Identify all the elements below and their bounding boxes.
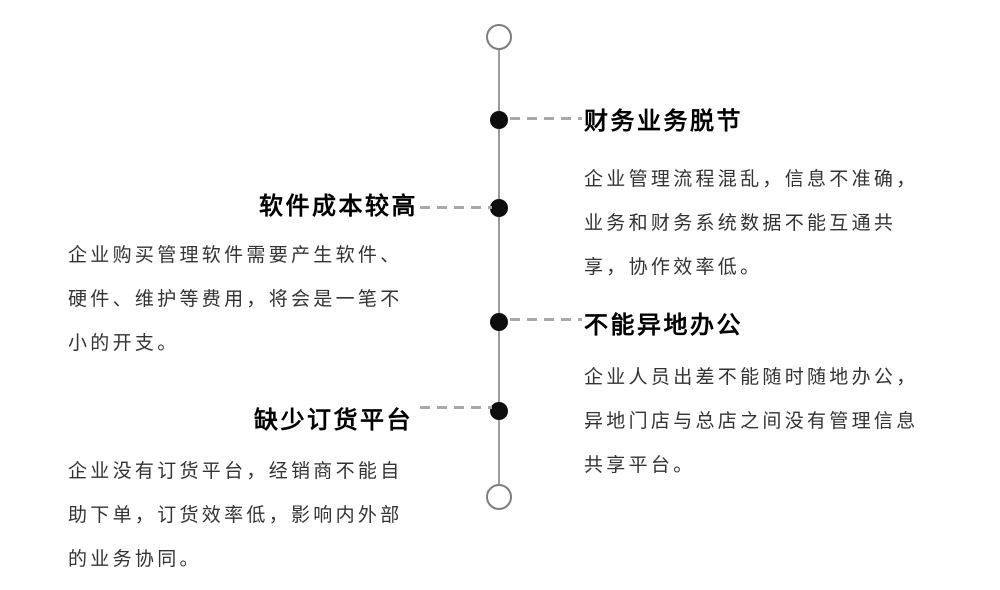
- timeline-dot-remote-work: [490, 313, 508, 331]
- dashed-connector-software-cost: [420, 206, 492, 209]
- section-title-software-cost: 软件成本较高: [259, 193, 418, 220]
- section-title-remote-work: 不能异地办公: [584, 312, 743, 339]
- section-title-ordering-platform: 缺少订货平台: [254, 407, 413, 434]
- section-body-remote-work: 企业人员出差不能随时随地办公， 异地门店与总店之间没有管理信息 共享平台。: [584, 367, 919, 476]
- section-body-ordering-platform: 企业没有订货平台，经销商不能自 助下单，订货效率低，影响内外部 的业务协同。: [68, 461, 403, 570]
- dashed-connector-remote-work: [510, 318, 582, 321]
- timeline-end-circle-icon: [486, 484, 512, 510]
- dashed-connector-finance-disconnect: [510, 117, 582, 120]
- dashed-connector-ordering-platform: [420, 406, 492, 409]
- section-body-software-cost: 企业购买管理软件需要产生软件、 硬件、维护等费用，将会是一笔不 小的开支。: [68, 245, 403, 354]
- timeline-start-circle-icon: [486, 24, 512, 50]
- timeline-dot-finance-disconnect: [490, 111, 508, 129]
- timeline-dot-software-cost: [490, 199, 508, 217]
- section-body-finance-disconnect: 企业管理流程混乱，信息不准确， 业务和财务系统数据不能互通共 享，协作效率低。: [584, 169, 919, 278]
- timeline-dot-ordering-platform: [490, 402, 508, 420]
- timeline-line: [498, 50, 500, 484]
- section-title-finance-disconnect: 财务业务脱节: [584, 108, 743, 135]
